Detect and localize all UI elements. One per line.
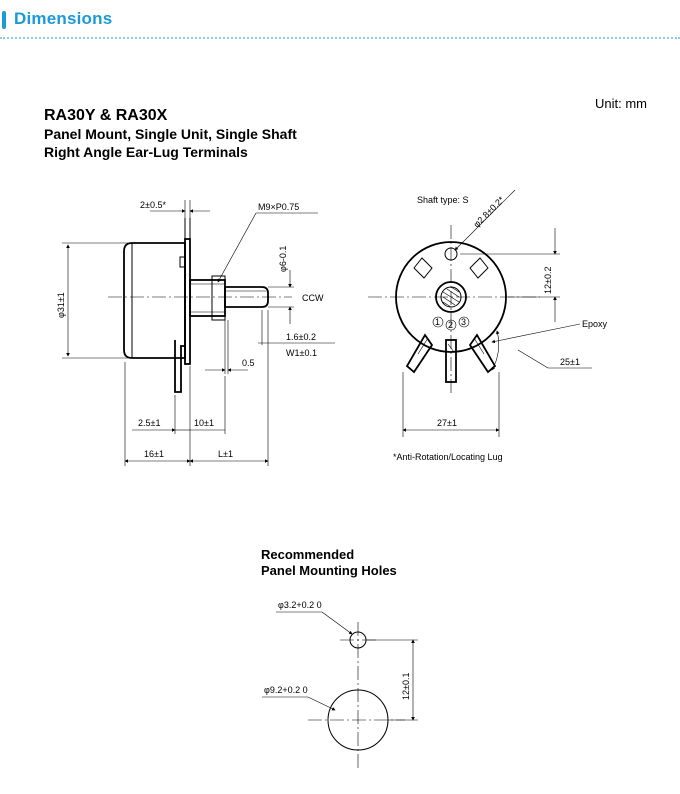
- terminal-2: [445, 339, 457, 383]
- footnote: *Anti-Rotation/Locating Lug: [393, 452, 503, 462]
- locating-lug: [179, 256, 185, 268]
- hole-dia-leader: [454, 189, 516, 251]
- bushing-len-label: 10±1: [194, 418, 214, 428]
- epoxy-label: Epoxy: [582, 319, 608, 329]
- terminal-1-marker: [432, 316, 444, 328]
- unit-label: Unit: mm: [595, 96, 647, 111]
- section-title: Dimensions: [14, 9, 113, 28]
- terminal-3-label: 3: [461, 317, 466, 327]
- threaded-bushing: [189, 279, 226, 317]
- section-header: Dimensions: [0, 0, 680, 40]
- shaft-len-label: L±1: [218, 449, 233, 459]
- product-subtitle-1: Panel Mount, Single Unit, Single Shaft: [44, 126, 297, 142]
- large-hole-leader: [307, 696, 336, 711]
- locating-lug-hole: [444, 247, 458, 261]
- product-title: RA30Y & RA30X: [44, 107, 168, 124]
- ccw-label: CCW: [302, 293, 324, 303]
- shaft: [224, 286, 269, 308]
- mounting-title-1: Recommended: [261, 547, 355, 562]
- terminal-2-marker: [445, 319, 457, 331]
- terminal-3-marker: [458, 316, 470, 328]
- terminal-1-label: 1: [435, 317, 440, 327]
- large-hole-label: φ9.2+0.2 0: [264, 685, 308, 695]
- hole-dist-label: 12±0.2: [543, 267, 553, 294]
- epoxy-leader: [491, 323, 581, 344]
- shaft-knurl: [442, 286, 460, 308]
- terminal-1: [405, 333, 434, 374]
- thread-leader: [217, 212, 257, 283]
- small-hole-label: φ3.2+0.2 0: [278, 600, 322, 610]
- front-view: Shaft type: S 1 2 3 φ2.8±0.2*: [368, 189, 608, 462]
- mounting-holes-view: φ3.2+0.2 0 φ9.2+0.2 0 12±0.1: [262, 600, 418, 770]
- side-view: 2±0.5* M9×P0.75 φ6-0.1 CCW φ31±1 1.6±0.2…: [56, 200, 335, 466]
- lug-offset-label: 2.5±1: [138, 418, 160, 428]
- mount-slot-left: [413, 257, 433, 279]
- body-dia-label: φ31±1: [56, 292, 66, 318]
- hole-dia-label: φ2.8±0.2*: [471, 194, 506, 229]
- angle-label: 25±1: [560, 357, 580, 367]
- gap-label: 0.5: [242, 358, 255, 368]
- terminal-lug: [174, 340, 185, 393]
- angle-arc: [491, 330, 500, 371]
- shaft-type-label: Shaft type: S: [417, 195, 469, 205]
- front-shaft-outer: [435, 281, 467, 313]
- epoxy-hatching: [417, 337, 485, 355]
- terminal-2-label: 2: [448, 320, 453, 330]
- header-accent-bar: [2, 11, 6, 29]
- mounting-nut: [211, 275, 226, 321]
- header-divider: [0, 37, 680, 39]
- flat-depth-label: 1.6±0.2: [286, 332, 316, 342]
- terminal-span-label: 27±1: [437, 418, 457, 428]
- flat-width-label: W1±0.1: [286, 348, 317, 358]
- mounting-title-2: Panel Mounting Holes: [261, 563, 397, 578]
- terminal-3: [468, 333, 497, 374]
- tab-width-label: 2±0.5*: [140, 200, 166, 210]
- shaft-dia-label: φ6-0.1: [278, 246, 288, 272]
- thread-label: M9×P0.75: [258, 202, 299, 212]
- body-len-label: 16±1: [144, 449, 164, 459]
- small-hole-leader: [321, 611, 353, 635]
- angle-leader: [517, 349, 549, 369]
- mount-slot-right: [469, 257, 489, 279]
- front-body-circle: [395, 241, 507, 353]
- distance-label: 12±0.1: [401, 673, 411, 700]
- product-subtitle-2: Right Angle Ear-Lug Terminals: [44, 144, 248, 160]
